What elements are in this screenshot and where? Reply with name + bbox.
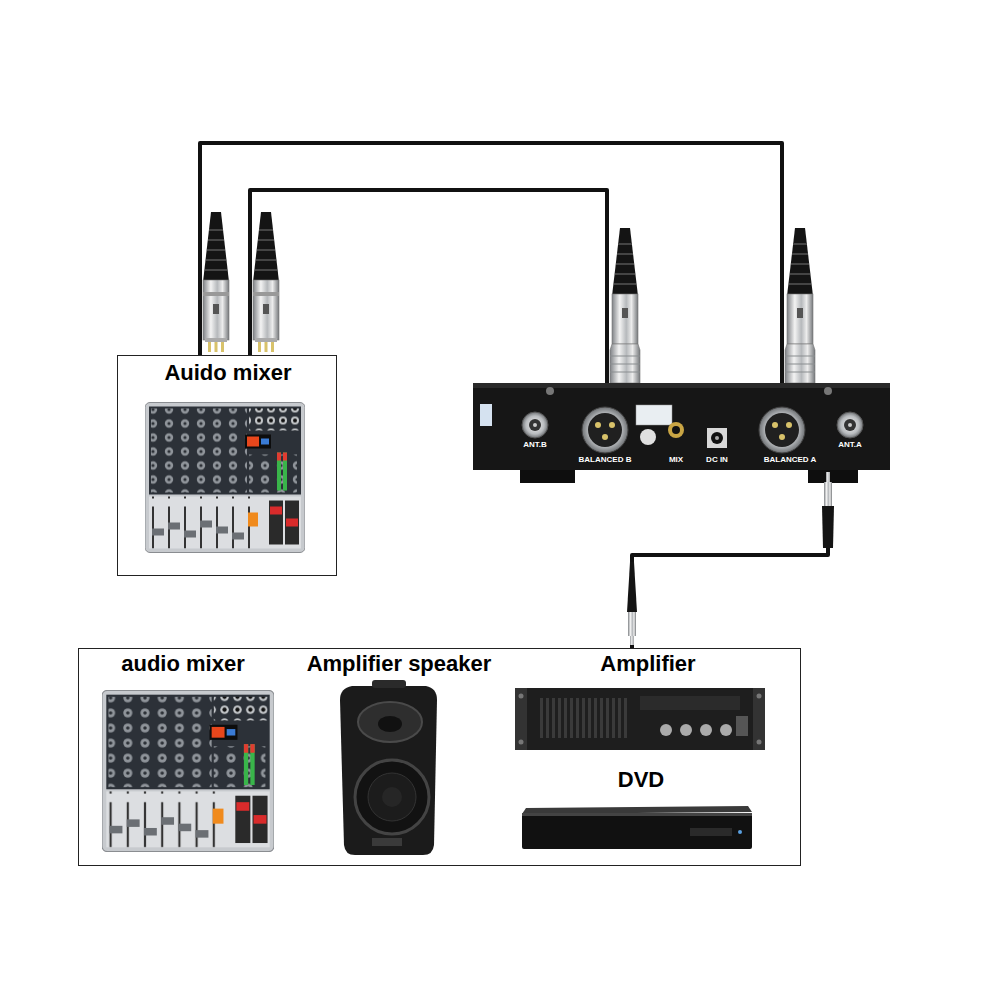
port-label: DC IN	[706, 455, 728, 464]
speaker-picture	[340, 680, 437, 855]
port-label: BALANCED A	[764, 455, 817, 464]
device-label: audio mixer	[121, 651, 244, 676]
bottom-mixer-picture	[102, 690, 274, 851]
port-label: ANT.B	[523, 440, 547, 449]
receiver-unit	[473, 383, 890, 483]
device-label: Amplifier	[600, 651, 695, 676]
device-group-box: audio mixer Amplifier speaker AmplifierDVD	[78, 648, 801, 866]
port-label: ANT.A	[838, 440, 862, 449]
xlr-male-plugs	[203, 212, 279, 352]
cable	[200, 143, 782, 383]
xlr-female-plugs	[610, 228, 815, 383]
port-label: MIX	[669, 455, 683, 464]
device-label: Auido mixer	[164, 360, 291, 385]
receiver-panel: ANT.B BALANCED B MIX DC IN BALANCED A ANT.A	[473, 383, 890, 470]
device-box: Auido mixer	[117, 355, 337, 576]
cable	[632, 470, 828, 648]
port-label: BALANCED B	[579, 455, 632, 464]
jack-plugs	[627, 472, 834, 645]
amplifier-picture	[515, 688, 765, 750]
audio-mixer-picture	[145, 403, 305, 553]
device-label: Amplifier speaker	[307, 651, 492, 676]
device-label: DVD	[618, 767, 664, 792]
dvd-picture	[522, 806, 752, 849]
